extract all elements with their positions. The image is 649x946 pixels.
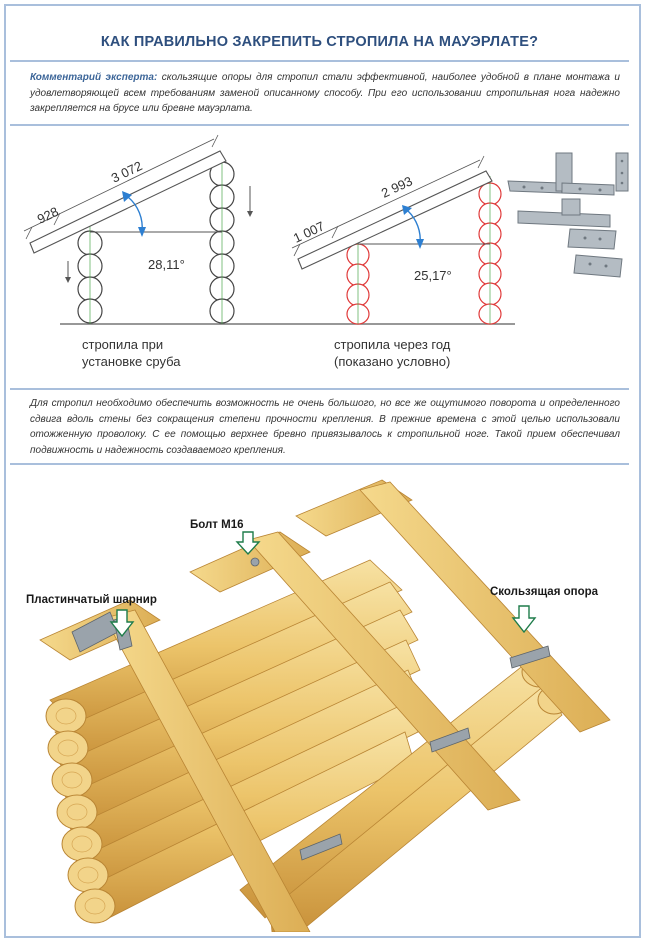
right-caption-line2: (показано условно) [334,354,450,369]
bolt-m16 [250,557,260,567]
right-overhang: 1 007 [291,218,327,245]
expert-comment-lead: Комментарий эксперта: [30,72,158,83]
body-paragraph: Для стропил необходимо обеспечить возмож… [30,398,620,456]
rafter-3 [359,481,611,733]
page-title: КАК ПРАВИЛЬНО ЗАКРЕПИТЬ СТРОПИЛА НА МАУЭ… [100,34,539,50]
left-angle: 28,11° [148,257,185,272]
rafter-mount-illustration: Болт М16 Пластинчатый шарнир Скользящая … [26,479,611,932]
left-log-house [23,134,253,324]
rafter-shrinkage-diagram: 3 072 928 28,11° стропила при установке … [23,134,629,369]
label-slide: Скользящая опора [490,586,599,598]
sliding-bracket-thumbnails [507,152,629,278]
expert-comment: Комментарий эксперта: скользящие опоры д… [30,70,620,117]
arrow-hinge [109,609,135,638]
sliding-support-3 [299,833,343,861]
right-log-house [291,155,502,325]
left-overhang: 928 [35,204,61,227]
pointer-arrows [109,531,537,638]
sliding-support-1 [509,645,551,669]
right-rafter-length: 2 993 [379,173,415,200]
left-caption-line2: установке сруба [82,354,181,369]
divider-paragraph [10,463,629,465]
expert-comment-text: скользящие опоры для стропил стали эффек… [30,72,620,115]
rafters [104,481,611,932]
label-bolt: Болт М16 [190,519,244,531]
right-angle: 25,17° [414,268,452,283]
label-hinge: Пластинчатый шарнир [26,594,157,606]
left-caption-line1: стропила при [82,337,163,352]
arrow-slide [511,605,537,634]
divider-comment [10,124,629,126]
left-rafter [29,150,227,254]
divider-top [10,60,629,62]
right-rafter [297,170,493,270]
sliding-support-2 [429,727,471,753]
right-caption-line1: стропила через год [334,337,451,352]
divider-diagram [10,388,629,390]
arrow-bolt [235,531,261,556]
